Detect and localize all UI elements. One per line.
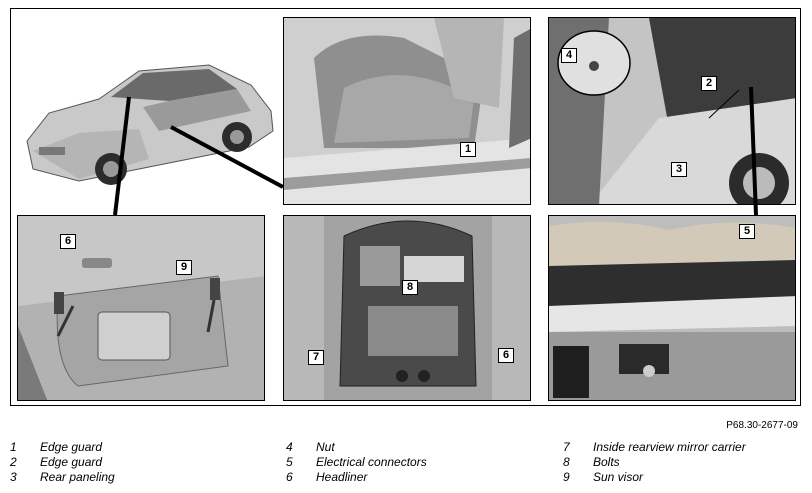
callout-7: 7 [308,350,324,365]
panel-electrical-connectors: 5 [548,215,796,401]
callout-6-visor: 6 [60,234,76,249]
callout-4: 4 [561,48,577,63]
callout-6-headliner: 6 [498,348,514,363]
callout-3: 3 [671,162,687,177]
callout-1: 1 [460,142,476,157]
panel-sun-visor: 6 9 [17,215,265,401]
panel-rear-door-paneling: 4 2 3 [548,17,796,205]
callout-5: 5 [739,224,755,239]
illustration-frame: 1 4 2 3 6 9 [10,8,801,406]
callout-8-a: 8 [402,280,418,295]
panel-door-sill-edge-guard: 1 [283,17,531,205]
panel-mirror-carrier: 8 7 6 [283,215,531,401]
car-overview-illustration [26,64,274,185]
callout-9: 9 [176,260,192,275]
callout-2: 2 [701,76,717,91]
figure-id: P68.30-2677-09 [726,420,798,431]
